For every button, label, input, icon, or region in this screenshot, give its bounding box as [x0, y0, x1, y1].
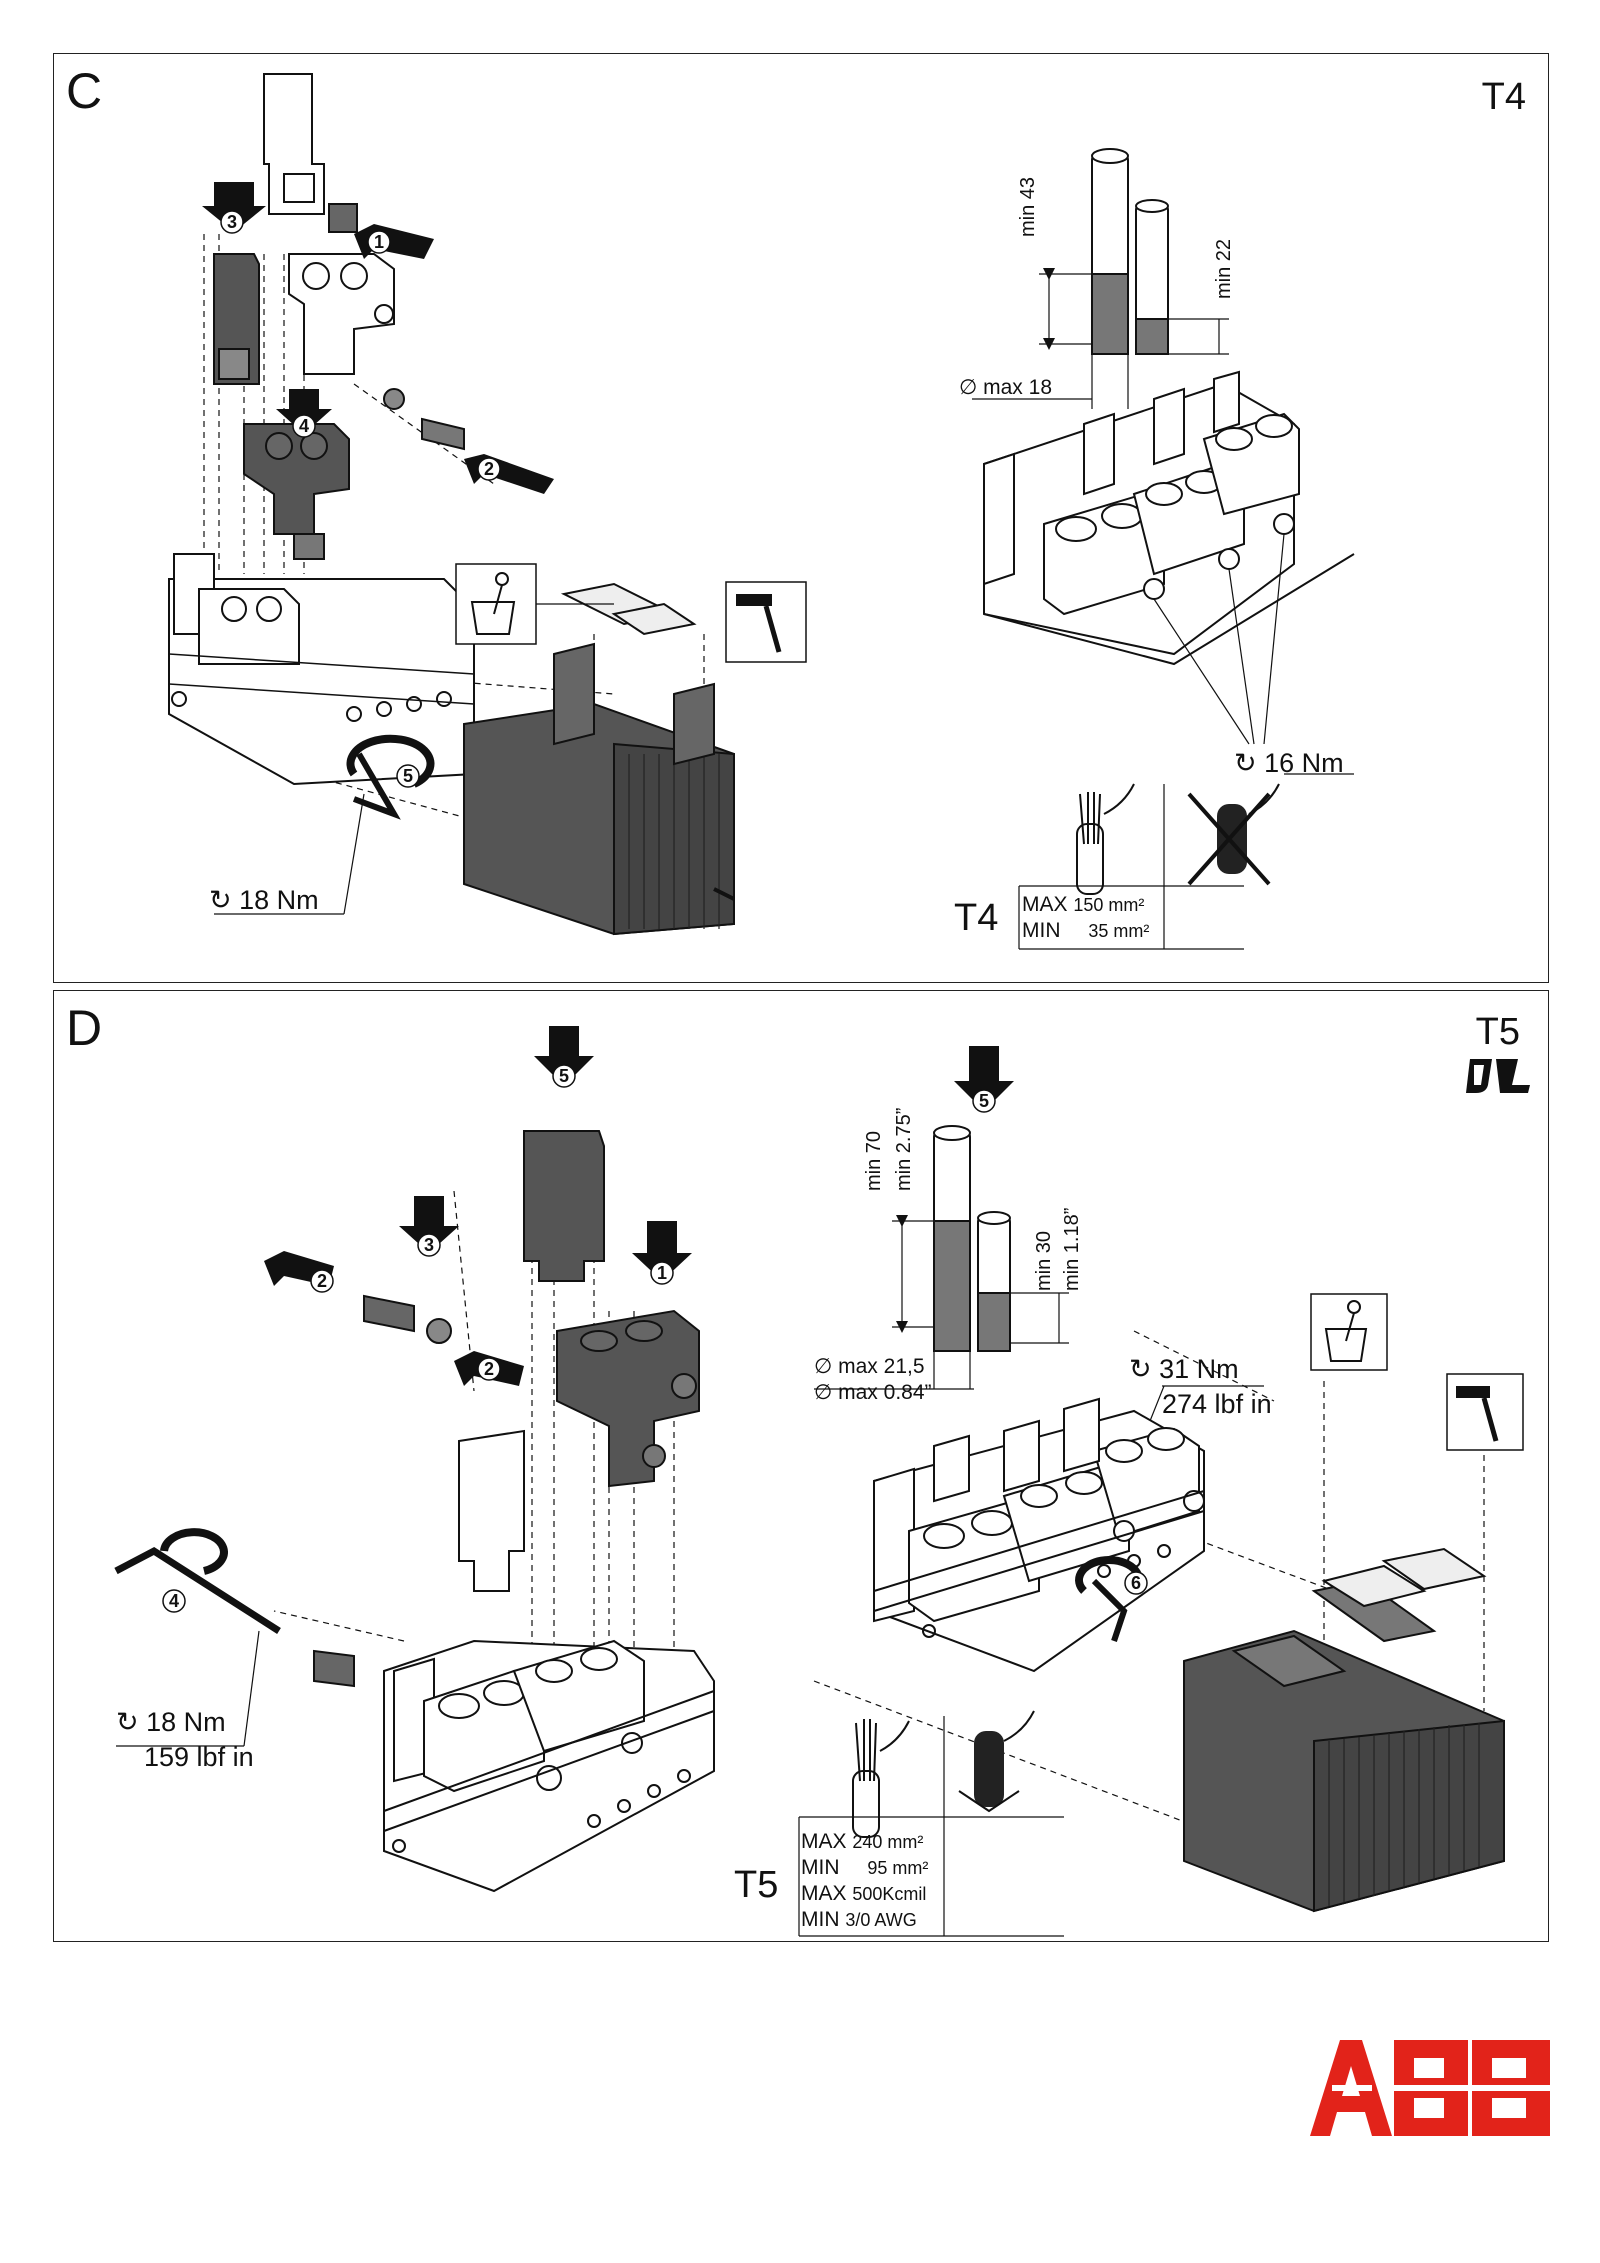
panel-letter: D — [66, 1000, 103, 1056]
trash-bin-icon — [455, 563, 537, 645]
model-tag: T4 — [1481, 76, 1526, 118]
dimension-label: min 43 — [1017, 176, 1039, 237]
torque-value-imperial: 274 lbf in — [1162, 1389, 1272, 1419]
torque-value: ↻ 18 Nm — [116, 1707, 226, 1737]
ul-listed-icon — [1462, 1055, 1538, 1097]
torque-wrench-icon: ↻ — [1234, 748, 1257, 778]
no-cable-icon — [958, 1710, 1035, 1813]
hammer-icon — [725, 581, 807, 663]
step-badge-2: 2 — [484, 1359, 494, 1379]
step-badge-4: 4 — [299, 416, 309, 436]
dimension-label: ∅ max 21,5 — [814, 1355, 925, 1378]
dimension-label: min 22 — [1213, 238, 1235, 299]
cable-spec-min: MIN 35 mm² — [1022, 919, 1150, 942]
no-cable-icon — [1187, 783, 1280, 886]
step-badge-3: 3 — [424, 1235, 434, 1255]
terminal-assembly-drawing-c: 3 1 2 4 5 — [168, 73, 1355, 950]
step-badge-2: 2 — [317, 1271, 327, 1291]
torque-value-imperial: 159 lbf in — [144, 1742, 254, 1772]
dimension-label: ∅ max 0.84” — [814, 1381, 932, 1404]
stranded-cable-icon — [1076, 783, 1135, 895]
dimension-label: ∅ max 18 — [959, 376, 1052, 399]
step-badge-6: 6 — [1131, 1573, 1141, 1593]
hammer-icon — [1446, 1373, 1524, 1451]
cable-spec-max: MAX 240 mm² — [801, 1830, 924, 1853]
cable-spec-max-imperial: MAX 500Kcmil — [801, 1882, 927, 1905]
cable-table-model: T5 — [734, 1864, 779, 1906]
panel-d: D T5 — [53, 990, 1549, 1942]
step-badge-3: 3 — [227, 212, 237, 232]
terminal-assembly-drawing-d: 5 1 3 2 2 4 5 6 — [114, 1026, 1524, 1937]
step-badge-1: 1 — [374, 232, 384, 252]
torque-value: ↻ 31 Nm — [1129, 1354, 1239, 1384]
step-badge-4: 4 — [169, 1591, 179, 1611]
stranded-cable-icon — [852, 1719, 910, 1838]
dimension-label: min 1.18” — [1061, 1207, 1083, 1291]
panel-c: C T4 — [53, 53, 1549, 983]
cable-spec-max: MAX 150 mm² — [1022, 893, 1145, 916]
dimension-label: min 70 — [863, 1130, 885, 1191]
step-badge-5: 5 — [979, 1091, 989, 1111]
torque-wrench-icon: ↻ — [209, 885, 232, 915]
trash-bin-icon — [1310, 1293, 1388, 1371]
torque-wrench-icon: ↻ — [1129, 1354, 1152, 1384]
step-badge-2: 2 — [484, 459, 494, 479]
abb-logo — [1310, 2040, 1550, 2136]
model-tag: T5 — [1475, 1011, 1520, 1053]
cable-table-model: T4 — [954, 897, 999, 939]
dimension-label: min 2.75” — [893, 1107, 915, 1191]
dimension-label: min 30 — [1033, 1230, 1055, 1291]
step-badge-5: 5 — [559, 1066, 569, 1086]
torque-wrench-icon: ↻ — [116, 1707, 139, 1737]
panel-letter: C — [66, 63, 103, 119]
step-badge-1: 1 — [657, 1263, 667, 1283]
cable-spec-min: MIN 95 mm² — [801, 1856, 929, 1879]
torque-value: ↻ 16 Nm — [1234, 748, 1344, 778]
step-badge-5: 5 — [403, 766, 413, 786]
torque-value: ↻ 18 Nm — [209, 885, 319, 915]
cable-spec-min-imperial: MIN 3/0 AWG — [801, 1908, 917, 1931]
